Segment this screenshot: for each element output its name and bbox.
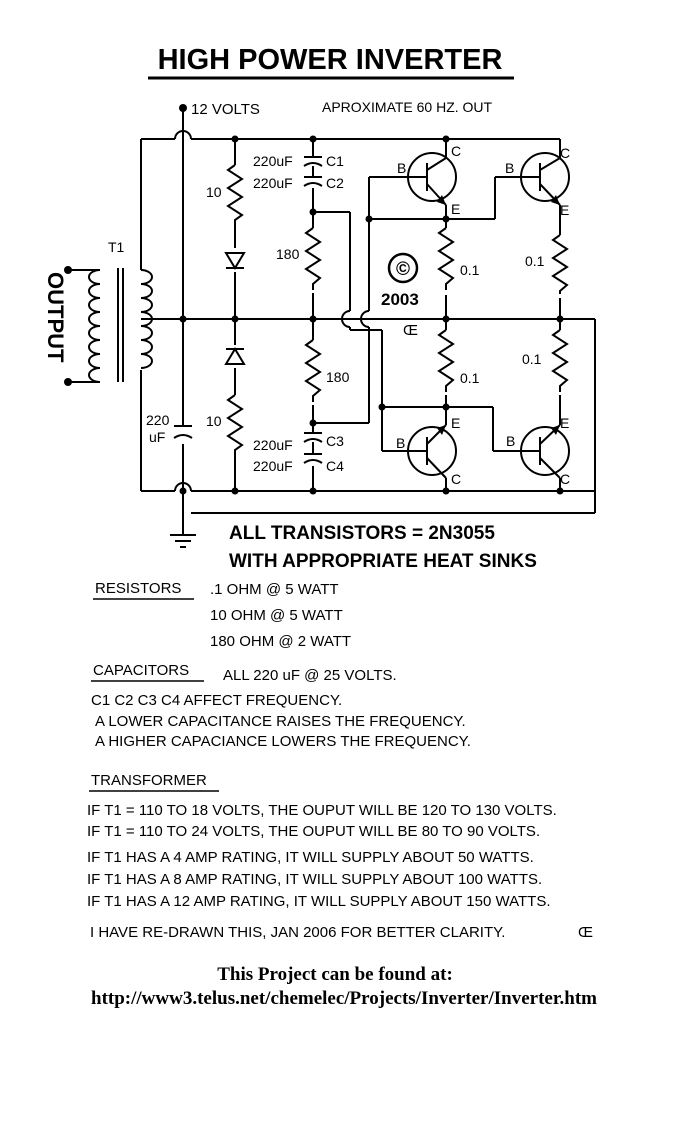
resistor-01-q4 — [551, 329, 569, 392]
re4-label: 0.1 — [522, 351, 542, 367]
r180-top-label: 180 — [276, 246, 300, 262]
resistor-01-q1 — [437, 227, 455, 290]
transformer-note-1: IF T1 = 110 TO 18 VOLTS, THE OUPUT WILL … — [87, 802, 557, 819]
diode-bottom — [224, 347, 246, 365]
re1-label: 0.1 — [460, 262, 480, 278]
re2-label: 0.1 — [525, 253, 545, 269]
diode-top — [224, 252, 246, 270]
footer-url: http://www3.telus.net/chemelec/Projects/… — [91, 988, 597, 1009]
redrawn-note: I HAVE RE-DRAWN THIS, JAN 2006 FOR BETTE… — [90, 924, 505, 941]
re3-label: 0.1 — [460, 370, 480, 386]
diodes — [224, 252, 246, 365]
q1-base: B — [397, 160, 406, 176]
q4-emitter: E — [560, 415, 569, 431]
ground-icon — [170, 528, 196, 548]
capacitor-note-2: A LOWER CAPACITANCE RAISES THE FREQUENCY… — [95, 713, 466, 730]
resistor-10-top — [226, 164, 244, 225]
q1-collector: C — [451, 143, 461, 159]
supply-label: 12 VOLTS — [191, 101, 260, 118]
transformer-note-3: IF T1 HAS A 4 AMP RATING, IT WILL SUPPLY… — [87, 849, 534, 866]
transformer-heading: TRANSFORMER — [91, 772, 207, 789]
capacitors-heading: CAPACITORS — [93, 662, 189, 679]
r10-bottom-label: 10 — [206, 413, 222, 429]
transistors-note-2: WITH APPROPRIATE HEAT SINKS — [229, 551, 537, 572]
q1-emitter: E — [451, 201, 460, 217]
r180-bottom-label: 180 — [326, 369, 350, 385]
resistor-180-bottom — [304, 339, 322, 402]
resistor-spec-3: 180 OHM @ 2 WATT — [210, 633, 351, 650]
c3-value: 220uF — [253, 437, 293, 453]
junctions — [179, 135, 564, 495]
capacitor-note-3: A HIGHER CAPACIANCE LOWERS THE FREQUENCY… — [95, 733, 471, 750]
resistor-spec-1: .1 OHM @ 5 WATT — [210, 581, 339, 598]
capacitor-note-1: C1 C2 C3 C4 AFFECT FREQUENCY. — [91, 692, 342, 709]
resistor-spec-2: 10 OHM @ 5 WATT — [210, 607, 343, 624]
r10-top-label: 10 — [206, 184, 222, 200]
filter-cap-value: 220 — [146, 412, 170, 428]
c1-name: C1 — [326, 153, 344, 169]
copyright-icon — [387, 252, 419, 284]
output-label: OUTPUT — [43, 272, 68, 363]
q3-collector: C — [451, 471, 461, 487]
c4-value: 220uF — [253, 458, 293, 474]
author-mark-2: Œ — [578, 924, 593, 941]
resistors-heading: RESISTORS — [95, 580, 181, 597]
transformer-label: T1 — [108, 239, 125, 255]
frequency-label: APROXIMATE 60 HZ. OUT — [322, 99, 493, 115]
capacitor-rating: ALL 220 uF @ 25 VOLTS. — [223, 667, 397, 684]
q4-collector: C — [560, 471, 570, 487]
c2-name: C2 — [326, 175, 344, 191]
wiring — [140, 108, 596, 528]
resistor-01-q2 — [551, 234, 569, 294]
q3-base: B — [396, 435, 405, 451]
q3-emitter: E — [451, 415, 460, 431]
resistor-01-q3 — [437, 329, 455, 392]
q2-collector: C — [560, 145, 570, 161]
transistors — [407, 152, 570, 479]
author-mark: Œ — [403, 322, 418, 339]
copyright-letter: © — [396, 259, 410, 280]
resistor-180-top — [304, 227, 322, 290]
transformer-note-2: IF T1 = 110 TO 24 VOLTS, THE OUPUT WILL … — [87, 823, 540, 840]
title: HIGH POWER INVERTER — [158, 44, 503, 76]
transistors-note-1: ALL TRANSISTORS = 2N3055 — [229, 523, 495, 544]
transformer-t1 — [68, 268, 153, 383]
copyright-year: 2003 — [381, 290, 419, 309]
resistor-10-bottom — [226, 394, 244, 460]
q2-emitter: E — [560, 202, 569, 218]
emitter-arrows — [437, 195, 560, 435]
footer-line-1: This Project can be found at: — [217, 964, 453, 985]
output-terminal-top — [64, 266, 72, 274]
c4-name: C4 — [326, 458, 344, 474]
filter-cap-unit: uF — [149, 429, 165, 445]
c1-value: 220uF — [253, 153, 293, 169]
c2-value: 220uF — [253, 175, 293, 191]
q4-base: B — [506, 433, 515, 449]
c3-name: C3 — [326, 433, 344, 449]
transformer-note-5: IF T1 HAS A 12 AMP RATING, IT WILL SUPPL… — [87, 893, 551, 910]
transformer-note-4: IF T1 HAS A 8 AMP RATING, IT WILL SUPPLY… — [87, 871, 542, 888]
q2-base: B — [505, 160, 514, 176]
capacitors — [173, 156, 323, 464]
output-terminal-bottom — [64, 378, 72, 386]
resistors — [226, 164, 569, 460]
